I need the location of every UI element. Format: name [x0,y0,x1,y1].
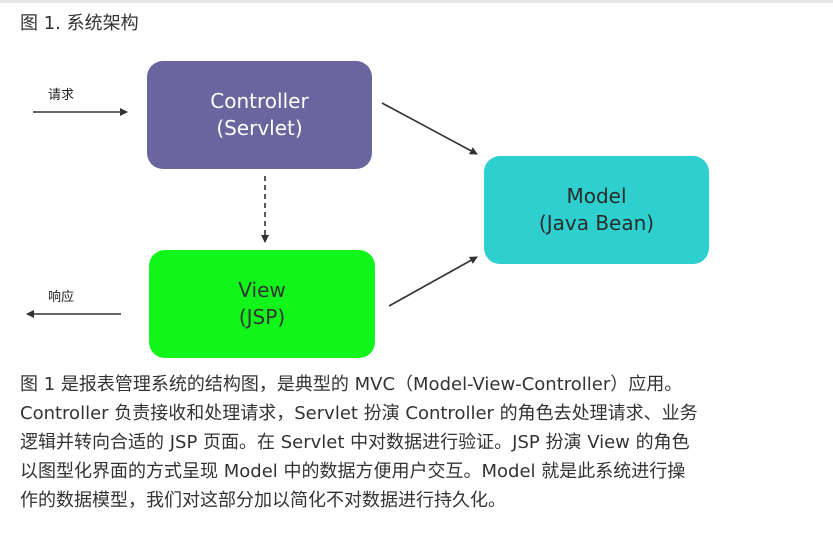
top-divider [0,0,833,3]
controller-subtitle: (Servlet) [216,116,303,140]
mvc-architecture-diagram: 请求 响应 Controller (Servlet) View (JSP) Mo… [0,40,833,370]
description-line: 逻辑并转向合适的 JSP 页面。在 Servlet 中对数据进行验证。JSP 扮… [20,432,690,453]
description-line: 作的数据模型，我们对这部分加以简化不对数据进行持久化。 [20,490,506,511]
description-paragraph: 图 1 是报表管理系统的结构图，是典型的 MVC（Model-View-Cont… [20,370,820,515]
view-title: View [238,278,286,302]
controller-title: Controller [210,89,309,113]
controller-to-model-arrow [381,102,478,155]
view-to-model-arrow [388,256,478,307]
response-label: 响应 [48,290,75,305]
view-box: View (JSP) [149,250,375,358]
description-line: 以图型化界面的方式呈现 Model 中的数据方便用户交互。Model 就是此系统… [20,461,686,482]
description-line: Controller 负责接收和处理请求，Servlet 扮演 Controll… [20,403,698,424]
request-label: 请求 [48,88,75,103]
view-subtitle: (JSP) [238,305,286,329]
figure-caption: 图 1. 系统架构 [20,13,139,34]
model-subtitle: (Java Bean) [538,211,655,235]
diagram-arrows [26,102,478,318]
model-box: Model (Java Bean) [484,156,709,264]
controller-box: Controller (Servlet) [147,61,372,169]
description-line: 图 1 是报表管理系统的结构图，是典型的 MVC（Model-View-Cont… [20,374,683,395]
model-title: Model [566,184,627,208]
